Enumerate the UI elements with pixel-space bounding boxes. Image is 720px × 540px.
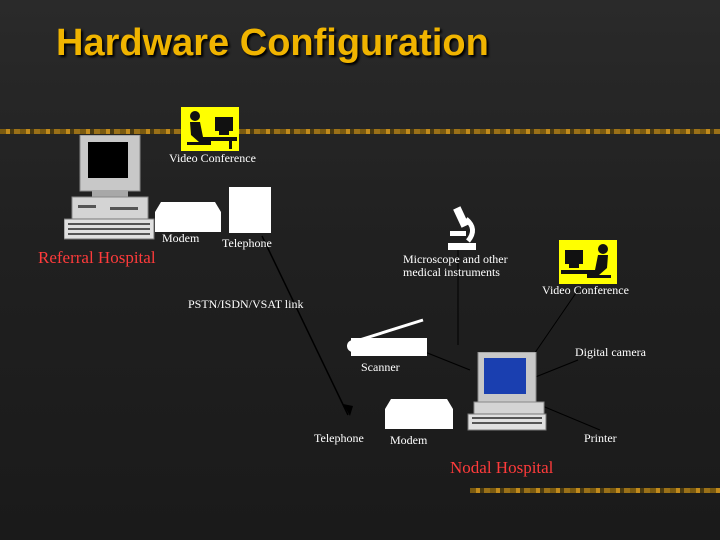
microscope-icon xyxy=(444,205,478,256)
modem-icon xyxy=(155,202,221,237)
digital-camera-label: Digital camera xyxy=(575,345,646,359)
referral-hospital-label: Referral Hospital xyxy=(38,248,156,267)
modem-label-top: Modem xyxy=(162,231,200,245)
telephone-label-bottom: Telephone xyxy=(314,431,364,445)
link-line xyxy=(261,235,349,416)
video-conference-icon xyxy=(181,107,239,156)
slide-title: Hardware Configuration xyxy=(56,22,489,64)
scanner-line xyxy=(419,349,471,371)
printer-line xyxy=(539,404,601,431)
link-label: PSTN/ISDN/VSAT link xyxy=(188,297,304,311)
modem-icon xyxy=(385,399,453,434)
computer-icon xyxy=(466,351,552,437)
video-conference-icon xyxy=(559,240,617,289)
telephone-icon xyxy=(229,187,271,238)
computer-icon xyxy=(63,134,156,248)
printer-label: Printer xyxy=(584,431,617,445)
video-conf-line xyxy=(529,289,579,361)
video-conference-label-top: Video Conference xyxy=(169,151,256,165)
divider-top xyxy=(0,129,720,134)
divider-bottom xyxy=(470,488,720,493)
link-arrow-head xyxy=(343,404,353,416)
microscope-label-text: Microscope and other medical instruments xyxy=(403,252,508,279)
scanner-label: Scanner xyxy=(361,360,400,374)
telephone-label-top: Telephone xyxy=(222,236,272,250)
microscope-label: Microscope and other medical instruments xyxy=(403,253,533,279)
scanner-icon xyxy=(345,318,427,361)
modem-label-bottom: Modem xyxy=(390,433,428,447)
nodal-hospital-label: Nodal Hospital xyxy=(450,458,554,477)
video-conference-label-right: Video Conference xyxy=(542,283,629,297)
